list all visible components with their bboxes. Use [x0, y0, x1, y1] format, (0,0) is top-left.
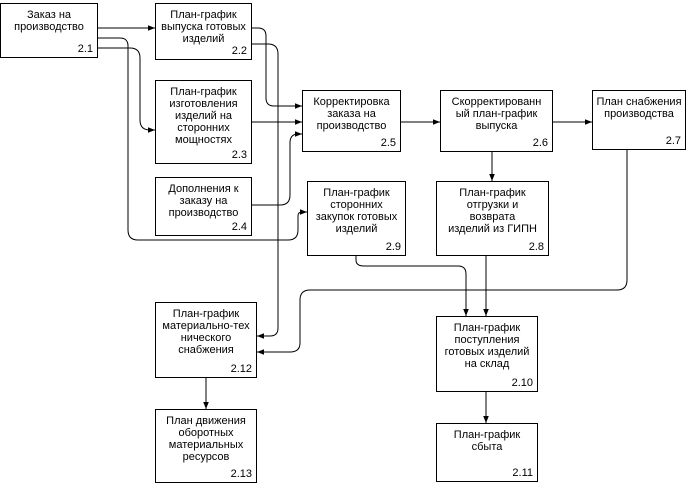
block-2-1-number: 2.1	[77, 43, 93, 55]
arrow-2-4-to-2-5	[252, 131, 302, 206]
block-2-8: План-график отгрузки и возврата изделий …	[436, 181, 549, 256]
block-2-12: План-график материально-тех нического сн…	[155, 302, 257, 378]
block-2-2-text: План-график выпуска готовых изделий	[161, 9, 246, 45]
block-2-5-number: 2.5	[380, 137, 396, 149]
block-2-5-text: Корректировка заказа на производство	[313, 96, 390, 132]
block-2-3-number: 2.3	[231, 149, 247, 161]
block-2-10: План-график поступления готовых изделий …	[436, 316, 538, 392]
block-2-2-number: 2.2	[231, 45, 247, 57]
block-2-9-number: 2.9	[385, 241, 401, 253]
block-2-13-number: 2.13	[230, 468, 252, 480]
block-2-6-number: 2.6	[532, 137, 548, 149]
block-2-4-number: 2.4	[231, 221, 247, 233]
block-2-11-number: 2.11	[512, 467, 533, 479]
block-2-3-text: План-график изготовления изделий на стор…	[169, 86, 238, 146]
block-2-10-text: План-график поступления готовых изделий …	[444, 322, 530, 370]
block-2-10-number: 2.10	[511, 377, 533, 389]
block-2-9-text: План-график сторонних закупок готовых из…	[315, 187, 398, 235]
arrow-2-1-to-2-9	[98, 37, 307, 241]
block-2-5: Корректировка заказа на производство 2.5	[302, 90, 401, 152]
block-2-2: План-график выпуска готовых изделий 2.2	[155, 3, 252, 60]
block-2-12-text: План-график материально-тех нического сн…	[162, 308, 250, 356]
block-2-6: Скорректированн ый план-график выпуска 2…	[440, 90, 553, 152]
block-2-3: План-график изготовления изделий на стор…	[155, 80, 252, 164]
block-2-8-text: План-график отгрузки и возврата изделий …	[448, 187, 537, 235]
arrow-2-2-to-2-5	[252, 27, 302, 109]
block-2-1: Заказ на производство 2.1	[0, 3, 98, 58]
block-2-7-text: План снабжения производства	[596, 96, 682, 120]
block-2-8-number: 2.8	[528, 241, 544, 253]
block-2-13-text: План движения оборотных материальных рес…	[166, 415, 246, 463]
block-2-12-number: 2.12	[230, 363, 252, 375]
block-2-11-text: План-график сбыта	[453, 429, 521, 453]
block-2-4-text: Дополнения к заказу на производство	[168, 183, 239, 219]
arrow-2-2-to-2-12	[252, 43, 279, 339]
block-2-4: Дополнения к заказу на производство 2.4	[155, 177, 252, 236]
block-2-13: План движения оборотных материальных рес…	[155, 409, 257, 483]
block-2-7: План снабжения производства 2.7	[592, 90, 686, 150]
arrow-2-1-to-2-3	[98, 47, 155, 133]
block-2-6-text: Скорректированн ый план-график выпуска	[451, 96, 542, 132]
block-2-9: План-график сторонних закупок готовых из…	[307, 181, 406, 256]
arrow-2-9-to-2-10	[355, 256, 469, 316]
arrow-2-7-to-2-12	[257, 150, 628, 355]
block-2-11: План-график сбыта 2.11	[436, 423, 538, 482]
block-2-7-number: 2.7	[665, 135, 681, 147]
block-2-1-text: Заказ на производство	[14, 9, 84, 33]
